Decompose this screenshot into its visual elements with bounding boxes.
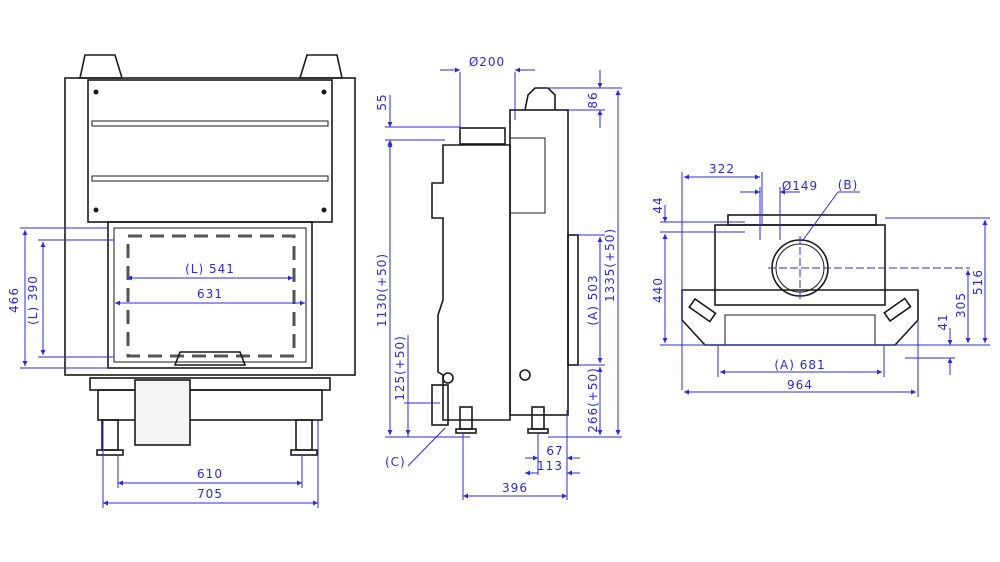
dim-86: 86	[586, 91, 600, 108]
dim-396: 396	[502, 481, 528, 495]
foot-right	[883, 297, 912, 323]
dim-440: 440	[651, 277, 665, 303]
dim-322: 322	[709, 162, 735, 176]
foot-rear	[455, 406, 477, 434]
front-body	[64, 77, 356, 376]
top-panel	[87, 79, 333, 223]
dim-height-1130: 1130(+50)	[375, 253, 389, 327]
dim-front-height-466: 466	[7, 287, 21, 313]
dim-113: 113	[537, 459, 563, 473]
foot-front	[527, 406, 549, 434]
top-body	[714, 224, 886, 306]
label-B: (B)	[838, 178, 859, 192]
front-view: 466 (L) 390 (L) 541 631 610 705	[7, 54, 356, 508]
dim-266: 266(+50)	[586, 367, 600, 433]
fire-opening	[107, 221, 313, 369]
dim-125: 125(+50)	[393, 335, 407, 401]
dim-flue-200: Ø200	[469, 55, 505, 69]
dim-964: 964	[787, 378, 813, 392]
top-view: 322 Ø149 (B) 44 440 516 305 41 (A) 681 9…	[651, 162, 990, 397]
foot-left	[96, 419, 124, 456]
foot-right	[290, 419, 318, 456]
dim-front-height-L390: (L) 390	[26, 275, 40, 325]
dim-front-width-631: 631	[197, 287, 223, 301]
firebox-outline	[126, 234, 296, 358]
label-C: (C)	[385, 455, 406, 469]
side-body-front	[509, 109, 569, 416]
side-body-rear	[431, 144, 511, 421]
side-view: Ø200 55 1130(+50) 125(+50) 86 1335(+50) …	[375, 55, 622, 500]
air-box	[134, 379, 191, 446]
lifting-handle-right	[298, 54, 343, 79]
dim-height-1335: 1335(+50)	[603, 228, 617, 302]
door-frame	[567, 234, 579, 366]
dim-front-width-705: 705	[197, 487, 223, 501]
dim-55: 55	[375, 93, 389, 110]
dim-67: 67	[546, 444, 563, 458]
dim-516: 516	[971, 269, 985, 295]
lifting-handle	[524, 87, 556, 111]
foot-left	[688, 297, 717, 323]
dim-A503: (A) 503	[586, 274, 600, 325]
dim-305: 305	[954, 292, 968, 318]
lifting-handle-left	[79, 54, 124, 79]
dim-flue-149: Ø149	[782, 179, 818, 193]
dim-44: 44	[651, 196, 665, 213]
flue-collar	[459, 127, 506, 145]
dim-front-width-L541: (L) 541	[185, 262, 235, 276]
flue-outlet-circle	[768, 236, 970, 300]
dim-A681: (A) 681	[774, 358, 825, 372]
dim-front-width-610: 610	[197, 467, 223, 481]
grate	[173, 351, 247, 366]
dim-41: 41	[936, 313, 950, 330]
